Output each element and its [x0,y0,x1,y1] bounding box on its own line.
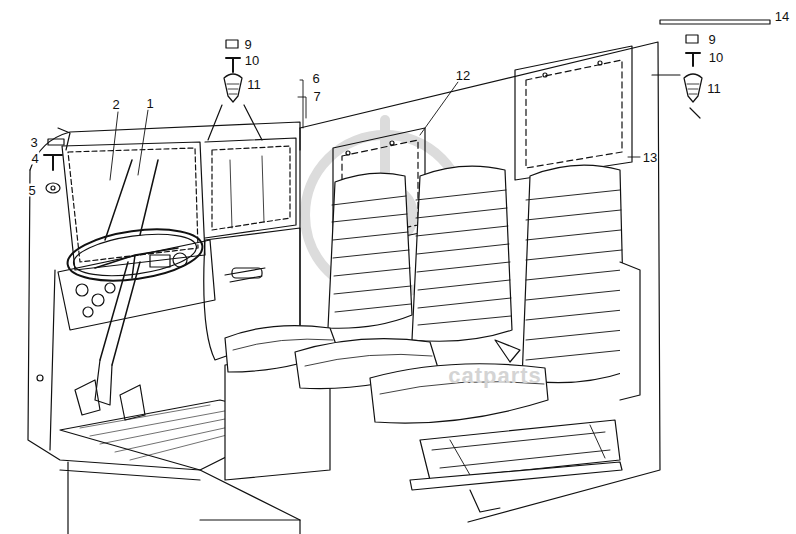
callout-number: 4 [30,152,39,165]
passenger-seat [295,166,512,388]
clip [48,139,64,145]
callout-number: 13 [642,151,658,164]
dashboard [58,240,215,330]
callout-number: 2 [111,98,120,111]
callout-number: 11 [706,82,722,95]
callout-number: 3 [29,136,38,149]
callout-number: 11 [246,78,262,91]
panel [515,46,632,180]
callout-number: 6 [311,72,320,85]
screw [224,74,242,102]
callout-number: 7 [312,90,321,103]
callout-number: 9 [243,38,252,51]
driver-seat [370,165,640,512]
callout-number: 12 [455,69,471,82]
leader-line [110,80,640,180]
strip [660,20,770,24]
clip [686,35,698,43]
callout-number: 10 [708,51,724,64]
callout-number: 10 [244,54,260,67]
callout-number: 9 [707,33,716,46]
clip [226,40,238,48]
watermark-text: catparts [447,365,543,387]
pin [226,58,240,72]
callout-number: 1 [145,97,154,110]
pin [686,53,700,66]
callout-number: 5 [27,184,36,197]
screw [684,74,702,102]
callout-number: 14 [774,10,790,23]
back-wall [300,42,660,522]
